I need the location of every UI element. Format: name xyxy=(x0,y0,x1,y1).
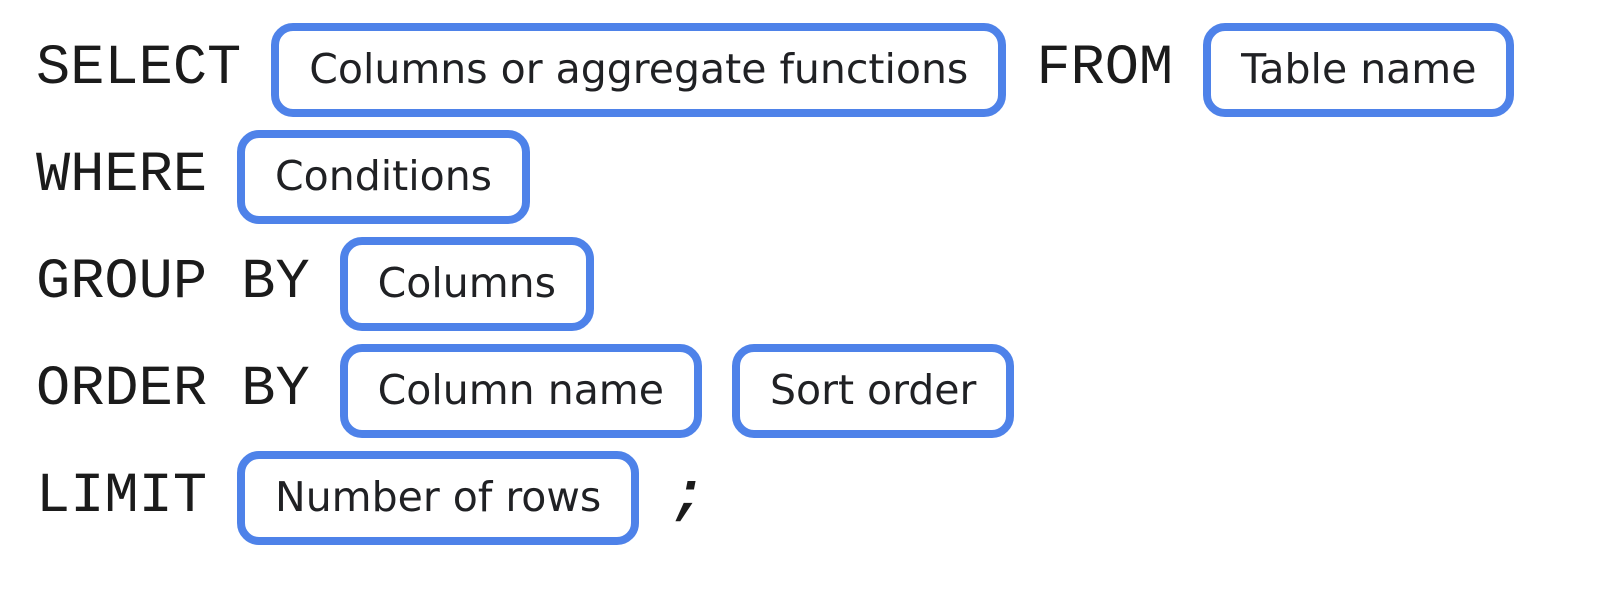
row-where: WHERE Conditions xyxy=(36,129,1514,224)
placeholder-label-column-name: Column name xyxy=(377,366,664,414)
placeholder-box-number-of-rows: Number of rows xyxy=(237,450,640,545)
row-select-from: SELECT Columns or aggregate functions FR… xyxy=(36,22,1515,117)
placeholder-box-column-name: Column name xyxy=(339,343,702,438)
statement-terminator-semicolon: ; xyxy=(671,465,706,529)
keyword-group-by: GROUP BY xyxy=(36,251,310,315)
row-group-by: GROUP BY Columns xyxy=(36,236,1514,331)
placeholder-box-table-name: Table name xyxy=(1203,22,1515,117)
keyword-order-by: ORDER BY xyxy=(36,358,310,422)
placeholder-box-sort-order: Sort order xyxy=(731,343,1015,438)
placeholder-box-columns: Columns xyxy=(339,236,595,331)
placeholder-label-conditions: Conditions xyxy=(275,152,493,200)
row-limit: LIMIT Number of rows ; xyxy=(36,450,1514,545)
keyword-select: SELECT xyxy=(36,37,242,101)
diagram-rows: SELECT Columns or aggregate functions FR… xyxy=(36,22,1515,545)
placeholder-label-sort-order: Sort order xyxy=(769,366,977,414)
keyword-where: WHERE xyxy=(36,144,208,208)
placeholder-box-conditions: Conditions xyxy=(237,129,531,224)
keyword-limit: LIMIT xyxy=(36,465,208,529)
placeholder-box-columns-or-aggregate-functions: Columns or aggregate functions xyxy=(271,22,1007,117)
placeholder-label-columns: Columns xyxy=(377,259,557,307)
row-order-by: ORDER BY Column name Sort order xyxy=(36,343,1514,438)
keyword-from: FROM xyxy=(1036,37,1174,101)
placeholder-label-table-name: Table name xyxy=(1241,45,1477,93)
placeholder-label-columns-or-aggregate-functions: Columns or aggregate functions xyxy=(309,45,969,93)
placeholder-label-number-of-rows: Number of rows xyxy=(275,473,602,521)
